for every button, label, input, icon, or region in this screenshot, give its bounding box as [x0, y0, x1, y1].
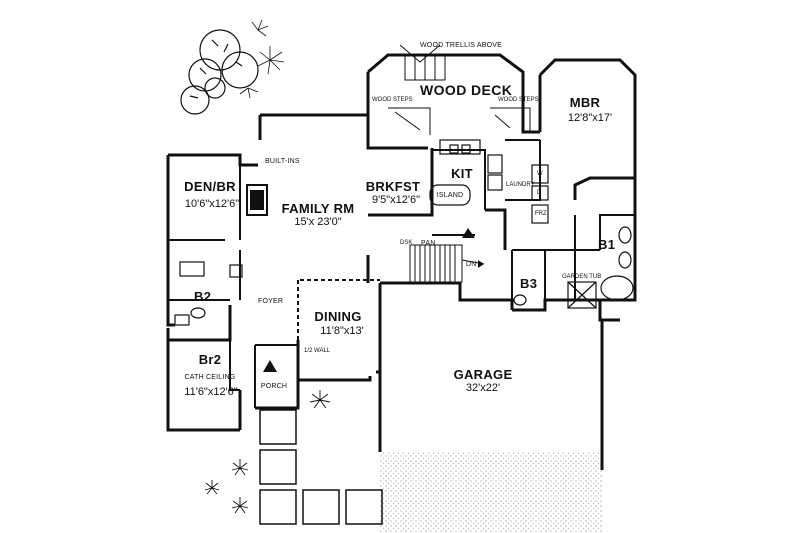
mbr-label: MBR [569, 95, 601, 110]
dryer-label: D [537, 190, 542, 196]
builtins-label: BUILT-INS [265, 158, 300, 165]
dining-label: DINING [314, 309, 362, 324]
mbr-dim: 12'8"x17' [567, 112, 613, 124]
wood-steps-left-label: WOOD STEPS [372, 97, 413, 103]
bath-fixtures [174, 226, 634, 326]
b2-label: B2 [194, 289, 212, 304]
den-dim: 10'6"x12'6" [184, 198, 240, 210]
dsk-label: DSK [400, 240, 413, 246]
family-dim: 15'x 23'0" [294, 216, 342, 228]
pan-label: PAN [421, 240, 436, 247]
island-label: ISLAND [436, 192, 464, 199]
kitchen-fixtures [429, 139, 549, 224]
brkfst-dim: 9'5"x12'6" [371, 194, 421, 206]
laundry-label: LAUNDRY [506, 182, 535, 188]
wood-steps-right-label: WOOD STEPS [498, 97, 539, 103]
garage-dim: 32'x22' [465, 382, 501, 394]
wood-deck-label: WOOD DECK [420, 82, 513, 98]
deck-details [388, 44, 531, 135]
porch-label: PORCH [260, 383, 288, 390]
b3-label: B3 [520, 276, 538, 291]
dining-dim: 11'8"x13' [320, 325, 364, 337]
b1-label: B1 [598, 237, 616, 252]
br2-dim: 11'6"x12'6" [184, 386, 238, 398]
fireplace-icon [246, 184, 268, 216]
half-wall-label: 1/2 WALL [304, 348, 331, 354]
washer-label: W [537, 171, 543, 177]
shrub-icon [204, 390, 331, 514]
entry-arrow-icon [263, 360, 277, 372]
family-label: FAMILY RM [281, 201, 355, 216]
kit-label: KIT [451, 166, 473, 181]
den-label: DEN/BR [184, 179, 236, 194]
driveway [380, 452, 602, 533]
frz-label: FRZ [535, 211, 547, 217]
trellis-label: WOOD TRELLIS ABOVE [420, 42, 503, 49]
tree-cluster-icon [180, 19, 285, 115]
garden-tub-label: GARDEN TUB [562, 274, 602, 280]
brkfst-label: BRKFST [365, 179, 421, 194]
foyer-label: FOYER [258, 298, 284, 305]
stepping-stones [259, 409, 383, 525]
stair [409, 244, 463, 283]
stair-arrow-icon [461, 228, 485, 268]
garage-label: GARAGE [453, 367, 513, 382]
dn-label: DN [466, 261, 477, 268]
br2-label: Br2 [198, 352, 222, 367]
cath-ceiling-label: CATH CEILING [184, 374, 236, 381]
